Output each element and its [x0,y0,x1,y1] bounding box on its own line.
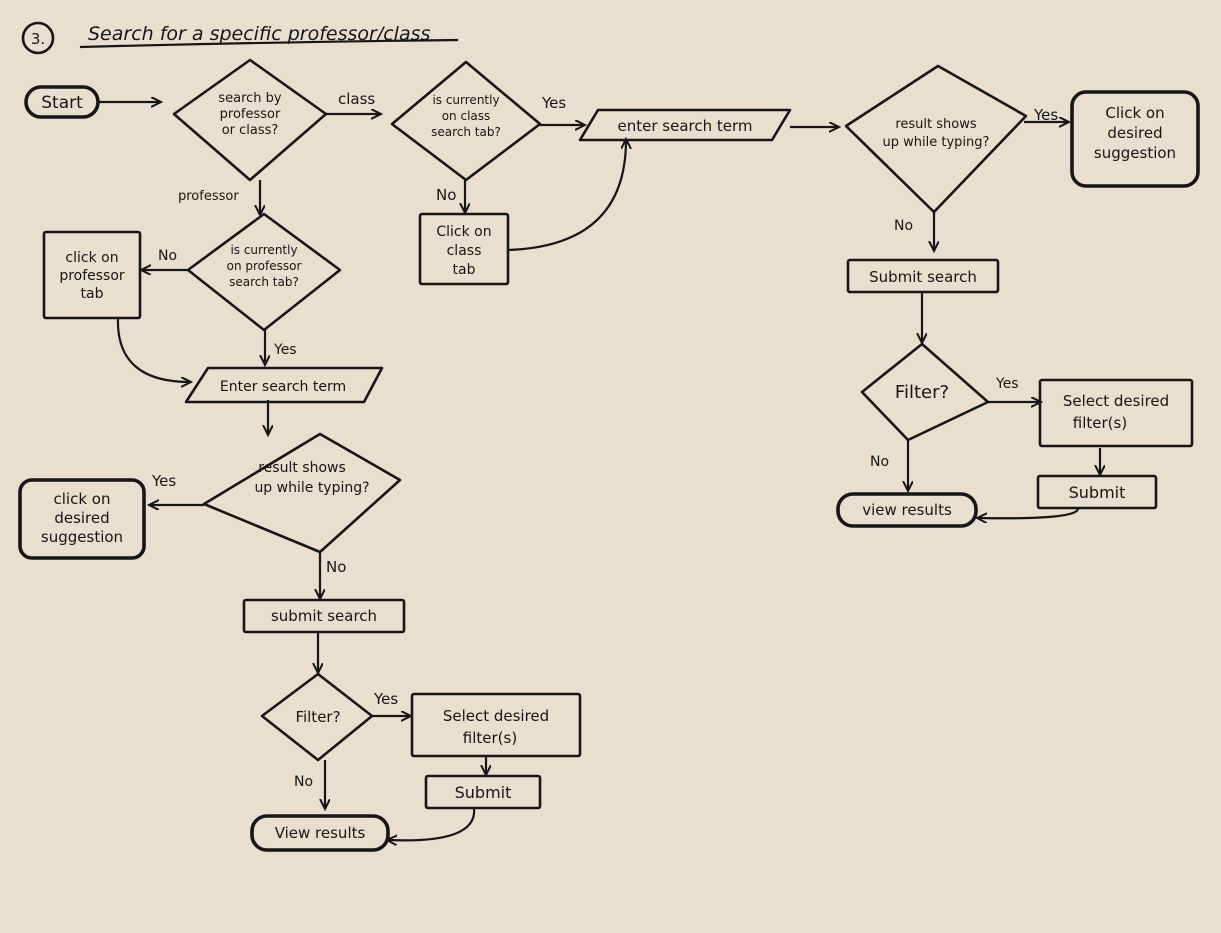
node-filter-decision-right: Filter? [860,342,990,442]
svg-text:desired: desired [1107,124,1162,142]
svg-text:suggestion: suggestion [1094,144,1176,162]
node-submit-search-left: submit search [242,598,406,634]
node-view-results-right: view results [836,492,978,528]
svg-text:on class: on class [442,109,491,123]
svg-text:click on: click on [65,250,118,266]
node-submit-search-right: Submit search [846,258,1000,294]
edge-label-yes-filter-left: Yes [373,690,398,708]
svg-text:filter(s): filter(s) [1073,414,1127,432]
node-select-filters-right: Select desired filter(s) [1038,378,1194,448]
svg-text:desired: desired [54,509,109,527]
edges [98,102,1100,840]
svg-text:professor: professor [59,268,125,284]
svg-text:Select desired: Select desired [443,707,549,725]
svg-text:Click on: Click on [436,224,491,240]
svg-text:is currently: is currently [432,93,499,107]
edge-label-no-filter-right: No [870,454,889,470]
svg-text:submit search: submit search [271,607,377,625]
edge-labels: class professor Yes No No Yes Yes No Yes… [151,90,1058,790]
svg-text:up while typing?: up while typing? [883,135,990,150]
edge-label-no-class-tab: No [436,186,456,204]
node-click-professor-tab: click on professor tab [42,230,142,320]
edge-label-yes-class-tab: Yes [541,94,566,112]
svg-text:click on: click on [54,490,111,508]
edge-click-prof-to-enter [116,317,190,382]
svg-text:Click on: Click on [1105,104,1164,122]
svg-text:Submit: Submit [455,783,512,802]
edge-submit-to-view-right [978,507,1080,518]
node-click-suggestion-left: click on desired suggestion [18,478,146,560]
svg-text:up while typing?: up while typing? [254,480,369,496]
svg-text:professor: professor [220,107,281,122]
node-submit-left: Submit [424,774,542,810]
svg-text:suggestion: suggestion [41,528,123,546]
svg-text:Submit: Submit [1069,483,1126,502]
svg-text:view results: view results [862,501,952,519]
node-select-filters-left: Select desired filter(s) [410,692,582,758]
title-block: 3. Search for a specific professor/class [21,21,459,55]
svg-text:View results: View results [275,824,366,842]
edge-label-no-result-right: No [894,218,913,234]
node-result-decision-right: result shows up while typing? [844,64,1028,214]
node-start: Start [24,85,100,119]
svg-text:Filter?: Filter? [295,708,340,726]
edge-label-professor: professor [178,189,239,204]
svg-text:class: class [447,243,482,259]
edge-label-class: class [338,90,375,108]
edge-label-yes-prof-tab: Yes [273,342,297,358]
node-view-results-left: View results [250,814,390,852]
edge-label-no-filter-left: No [294,774,313,790]
edge-label-yes-filter-right: Yes [995,376,1019,392]
step-number: 3. [31,30,45,48]
svg-text:Select desired: Select desired [1063,392,1169,410]
node-enter-search-term-left: Enter search term [184,366,384,404]
svg-text:tab: tab [81,286,104,302]
node-result-decision-left: result shows up while typing? [202,432,402,554]
node-click-class-tab: Click on class tab [418,212,510,286]
node-prof-tab-decision: is currently on professor search tab? [186,212,342,332]
svg-text:enter search term: enter search term [618,117,753,135]
svg-text:Filter?: Filter? [895,382,949,403]
edge-label-yes-result-left: Yes [151,472,176,490]
svg-text:or class?: or class? [222,123,279,138]
node-click-suggestion-right: Click on desired suggestion [1070,90,1200,188]
svg-text:result shows: result shows [895,117,977,132]
edge-click-class-to-enter [507,140,626,252]
edge-submit-to-view-left [388,807,476,840]
svg-text:is currently: is currently [230,243,297,257]
node-enter-search-term-right: enter search term [578,108,792,142]
node-class-tab-decision: is currently on class search tab? [390,60,542,182]
edge-label-no-prof-tab: No [158,248,177,264]
node-submit-right: Submit [1036,474,1158,510]
diagram-title: Search for a specific professor/class [88,23,430,45]
svg-text:search tab?: search tab? [229,275,299,289]
svg-text:result shows: result shows [258,460,346,476]
node-filter-decision-left: Filter? [260,672,374,762]
svg-text:Start: Start [41,93,83,113]
svg-text:search tab?: search tab? [431,125,501,139]
svg-text:on professor: on professor [227,259,302,273]
svg-text:search by: search by [218,91,282,106]
svg-text:Submit search: Submit search [869,268,977,286]
svg-text:Enter search term: Enter search term [220,379,346,395]
title-underline [79,38,459,49]
step-number-circle [21,21,55,55]
svg-text:filter(s): filter(s) [463,729,517,747]
node-search-type-decision: search by professor or class? [172,58,328,182]
edge-label-yes-result-right: Yes [1033,106,1058,124]
svg-text:tab: tab [453,262,476,278]
edge-label-no-result-left: No [326,558,346,576]
